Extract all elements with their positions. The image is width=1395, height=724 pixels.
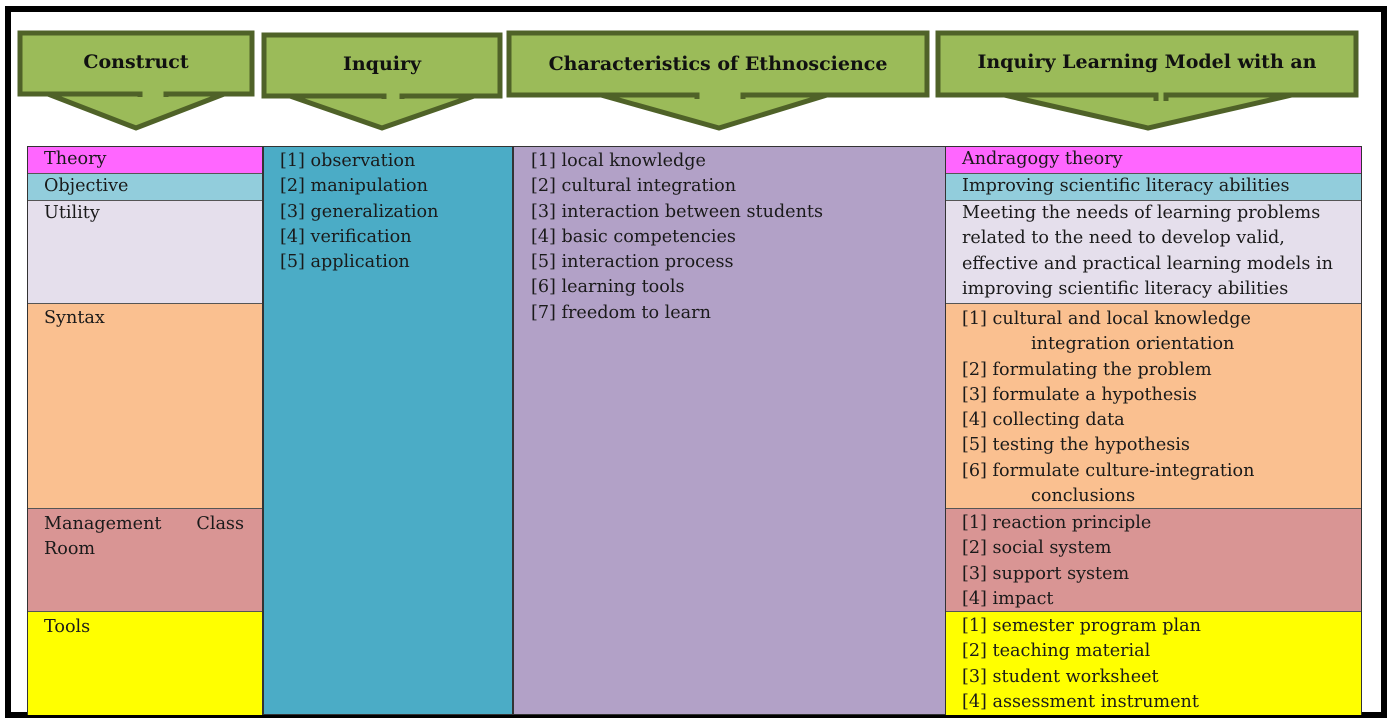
model-syntax: [1] cultural and local knowledge integra… [946,304,1361,509]
arrow-shape [261,32,503,131]
ethnoscience-list: [1] local knowledge [2] cultural integra… [531,149,823,326]
construct-management-label: Management Class Room [44,514,244,560]
model-objective: Improving scientific literacy abilities [946,174,1361,201]
construct-tools-label: Tools [44,617,91,637]
syntax-item: [4] collecting data [962,408,1351,433]
inquiry-item: [2] manipulation [280,176,428,197]
model-column: Andragogy theory Improving scientific li… [945,146,1362,715]
management-item: [2] social system [962,538,1112,559]
header-arrow-inquiry: Inquiry [261,32,503,131]
model-tools: [1] semester program plan [2] teaching m… [946,612,1361,715]
construct-objective-label: Objective [44,176,129,196]
syntax-text: formulate culture-integration [992,460,1255,481]
header-construct-label: Construct [83,51,189,73]
tools-item: [1] semester program plan [962,616,1201,636]
tools-item: [4] assessment instrument [962,691,1199,712]
construct-utility-label: Utility [44,203,100,223]
construct-syntax-label: Syntax [44,308,105,328]
construct-syntax: Syntax [28,304,262,509]
header-ethnoscience-label: Characteristics of Ethnoscience [548,53,888,75]
ethnoscience-column: [1] local knowledge [2] cultural integra… [513,146,946,715]
syntax-item: [2] formulating the problem [962,358,1351,383]
inquiry-list: [1] observation [2] manipulation [3] gen… [280,149,438,275]
header-arrow-construct: Construct [17,30,255,131]
construct-theory: Theory [28,147,262,174]
inquiry-item: [4] verification [280,226,412,247]
header-inquiry-label: Inquiry [342,53,422,75]
ethnoscience-item: [1] local knowledge [531,151,706,171]
tools-item: [2] teaching material [962,641,1151,662]
construct-utility: Utility [28,201,262,304]
syntax-num: [2] [962,359,987,380]
construct-tools: Tools [28,612,262,715]
syntax-item: [3] formulate a hypothesis [962,383,1351,408]
construct-management: Management Class Room [28,509,262,612]
ethnoscience-item: [6] learning tools [531,277,685,298]
syntax-item: [6] formulate culture-integration conclu… [962,459,1351,510]
syntax-num: [5] [962,435,987,456]
ethnoscience-item: [5] interaction process [531,252,734,273]
syntax-text: collecting data [992,410,1125,431]
ethnoscience-item: [2] cultural integration [531,176,737,197]
header-model-label: Inquiry Learning Model with an [977,51,1317,73]
inquiry-item: [3] generalization [280,201,439,222]
construct-column: Theory Objective Utility Syntax Manageme… [27,146,263,715]
ethnoscience-item: [3] interaction between students [531,201,824,222]
syntax-text-cont: conclusions [1031,486,1136,507]
header-arrow-ethnoscience: Characteristics of Ethnoscience [506,30,930,131]
syntax-item: [5] testing the hypothesis [962,433,1351,458]
model-utility: Meeting the needs of learning problems r… [946,201,1361,304]
model-management: [1] reaction principle [2] social system… [946,509,1361,612]
management-item: [3] support system [962,563,1130,584]
syntax-text-cont: integration orientation [1031,334,1235,355]
model-utility-text: Meeting the needs of learning problems r… [962,203,1334,299]
ethnoscience-item: [7] freedom to learn [531,302,711,323]
syntax-text: formulating the problem [992,359,1212,380]
syntax-text: testing the hypothesis [992,435,1190,456]
inquiry-item: [5] application [280,252,410,273]
inquiry-item: [1] observation [280,151,416,171]
management-item: [1] reaction principle [962,513,1152,533]
header-arrow-model: Inquiry Learning Model with an [935,30,1359,131]
construct-objective: Objective [28,174,262,201]
tools-item: [3] student worksheet [962,666,1159,687]
syntax-num: [3] [962,384,987,405]
inquiry-column: [1] observation [2] manipulation [3] gen… [263,146,513,715]
syntax-item: [1] cultural and local knowledge integra… [962,307,1351,358]
model-theory: Andragogy theory [946,147,1361,174]
management-item: [4] impact [962,588,1054,609]
syntax-num: [4] [962,410,987,431]
model-objective-text: Improving scientific literacy abilities [962,176,1290,196]
construct-theory-label: Theory [44,149,107,169]
arrow-shape [506,30,930,131]
ethnoscience-item: [4] basic competencies [531,226,736,247]
syntax-text: formulate a hypothesis [992,384,1197,405]
model-theory-text: Andragogy theory [962,149,1123,169]
syntax-num: [6] [962,460,987,481]
arrow-shape [935,30,1359,131]
syntax-num: [1] [962,309,987,329]
arrow-shape [17,30,255,131]
syntax-text: cultural and local knowledge [992,309,1251,329]
